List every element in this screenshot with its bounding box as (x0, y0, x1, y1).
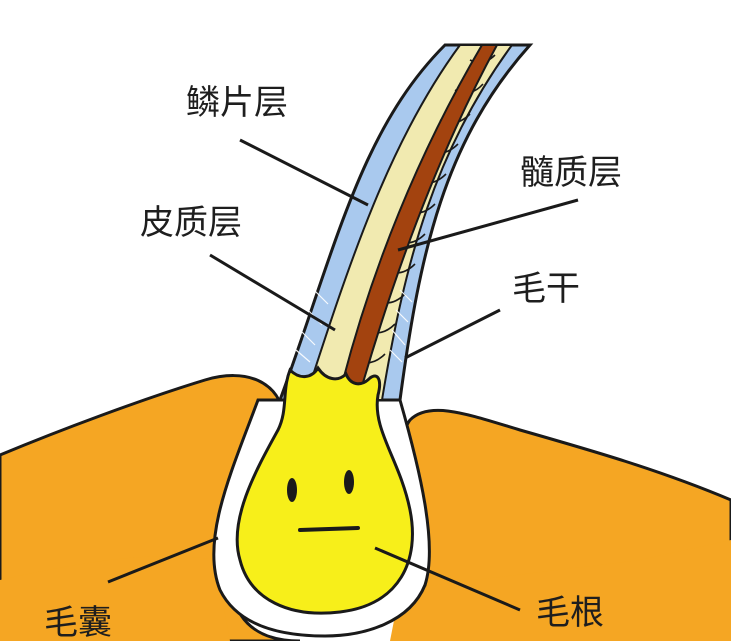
leader-follicle (107, 536, 219, 584)
label-medulla: 髓质层 (520, 153, 622, 193)
label-shaft: 毛干 (512, 269, 580, 309)
leader-medulla (397, 198, 579, 252)
mouth (298, 526, 360, 532)
bulb-face (287, 470, 360, 532)
leader-root (374, 546, 521, 612)
medulla-layer (336, 44, 499, 401)
leader-cuticle (239, 138, 369, 207)
skin-tissue-bottom-right (390, 540, 731, 641)
leader-lines (107, 138, 579, 612)
leader-shaft (404, 308, 501, 360)
right-eye (344, 470, 354, 494)
leader-cortex (209, 253, 336, 332)
hair-bulb (235, 365, 414, 615)
skin-tissue-bottom (0, 556, 230, 641)
label-follicle: 毛囊 (44, 603, 112, 643)
label-root: 毛根 (536, 593, 604, 633)
label-cuticle: 鳞片层 (186, 83, 288, 123)
label-cortex: 皮质层 (140, 203, 242, 243)
left-eye (287, 478, 297, 502)
